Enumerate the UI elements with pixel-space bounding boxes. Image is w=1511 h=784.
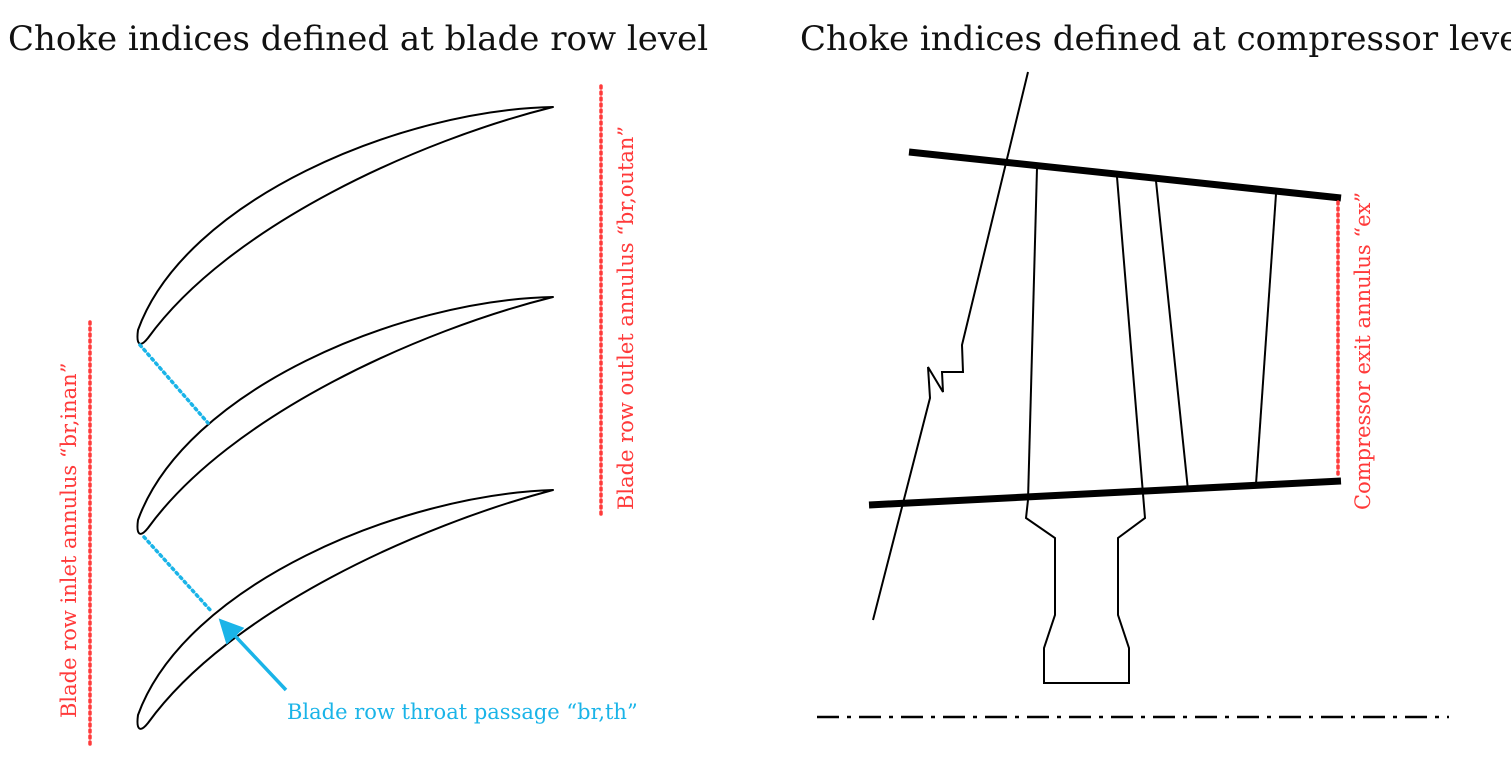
- left-panel-title: Choke indices defined at blade row level: [8, 19, 708, 59]
- blade-row-line-2: [1116, 176, 1144, 495]
- throat-label: Blade row throat passage “br,th”: [287, 700, 638, 724]
- rotor-disc: [1024, 493, 1147, 684]
- casing-line: [908, 148, 1342, 202]
- blade-cascade: [136, 106, 554, 730]
- exit-annulus-label: Compressor exit annulus “ex”: [1351, 192, 1375, 510]
- blade-top: [136, 106, 554, 345]
- inlet-annulus-label: Blade row inlet annulus “br,inan”: [57, 363, 81, 718]
- right-panel-title: Choke indices defined at compressor leve…: [800, 19, 1511, 59]
- blade-middle: [136, 296, 554, 535]
- blade-row-line-4: [1255, 193, 1277, 485]
- outlet-annulus-label: Blade row outlet annulus “br,outan”: [614, 126, 638, 510]
- blade-bottom: [136, 489, 554, 730]
- blade-row-line-3: [1155, 180, 1189, 491]
- throat-line-lower: [142, 535, 214, 614]
- inlet-boundary-line: [872, 71, 1029, 621]
- throat-line-upper: [138, 343, 210, 425]
- hub-line: [868, 477, 1342, 509]
- blade-row-line-1: [1027, 167, 1038, 501]
- throat-arrow: [218, 618, 288, 692]
